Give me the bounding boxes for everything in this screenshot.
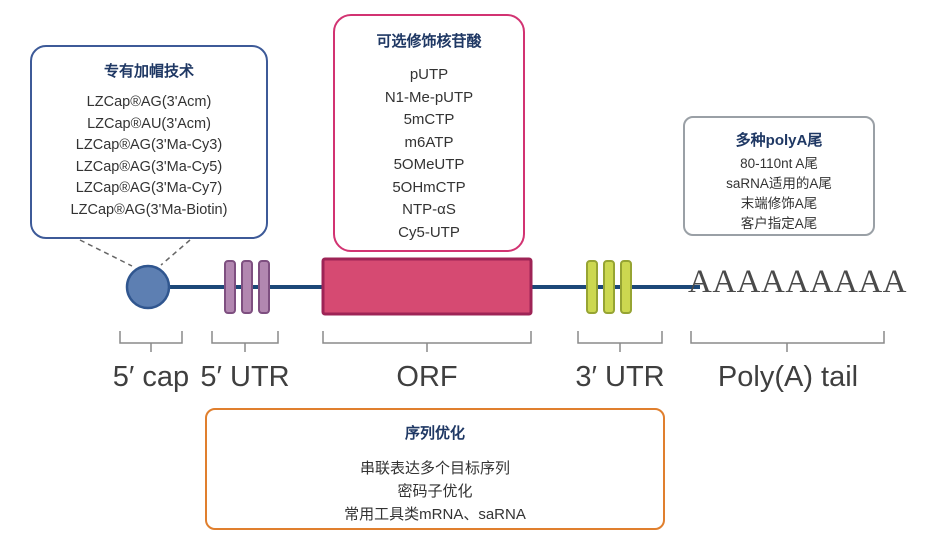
list-item: LZCap®AG(3'Acm) xyxy=(86,94,212,110)
bracket-polya xyxy=(690,331,885,352)
polya-tail-options-box: 多种polyA尾 80-110nt A尾 saRNA适用的A尾末端修饰A尾客户指定… xyxy=(683,116,875,236)
nucleotides-box-items: pUTP N1-Me-pUTP 5mCTP m6ATP 5OMeUTP 5OHmCTP NT… xyxy=(335,64,523,244)
modified-nucleotides-box: 可选修饰核苷酸 pUTP N1-Me-pUTP 5mCTP m6ATP 5OMeUTP 5… xyxy=(333,14,525,252)
list-item: NTP-αS xyxy=(402,201,456,218)
list-item: LZCap®AG(3'Ma-Cy7) xyxy=(75,180,223,196)
bracket-cap xyxy=(119,331,183,352)
list-item: 5mCTP xyxy=(403,111,455,128)
capping-technology-box: 专有加帽技术 LZCap®AG(3'Acm)LZCap®AU(3'Acm)LZC… xyxy=(30,45,268,239)
bracket-utr5 xyxy=(211,331,279,352)
polya-sequence-text: AAAAAAAAA xyxy=(688,264,907,300)
list-item: N1-Me-pUTP xyxy=(384,88,474,106)
polya-box-items: 80-110nt A尾 saRNA适用的A尾末端修饰A尾客户指定A尾 xyxy=(685,154,873,234)
bracket-orf xyxy=(322,331,532,352)
list-item: 末端修饰A尾 xyxy=(740,196,818,211)
utr3-bar xyxy=(603,260,615,314)
polya-box-title: 多种polyA尾 xyxy=(735,132,823,149)
sequence-box-title: 序列优化 xyxy=(404,425,465,442)
five-prime-cap-circle xyxy=(125,264,171,310)
list-item: 常用工具类mRNA、saRNA xyxy=(344,506,526,523)
label-five-prime-utr: 5′ UTR xyxy=(200,361,290,393)
sequence-box-items: 串联表达多个目标序列密码子优化常用工具类mRNA、saRNA xyxy=(207,457,663,526)
list-item: Cy5-UTP xyxy=(398,223,460,241)
list-item: LZCap®AU(3'Acm) xyxy=(87,115,211,132)
label-three-prime-utr: 3′ UTR xyxy=(575,361,665,393)
list-item: m6ATP xyxy=(404,133,454,151)
list-item: 80-110nt A尾 xyxy=(740,156,818,171)
nucleotides-box-title: 可选修饰核苷酸 xyxy=(376,33,482,50)
utr5-bar xyxy=(258,260,270,314)
utr5-bar xyxy=(241,260,253,314)
list-item: saRNA适用的A尾 xyxy=(726,176,832,191)
orf-rect xyxy=(321,257,533,316)
list-item: LZCap®AG(3'Ma-Cy5) xyxy=(75,158,223,175)
sequence-optimization-box: 序列优化 串联表达多个目标序列密码子优化常用工具类mRNA、saRNA xyxy=(205,408,665,530)
list-item: 5OHmCTP xyxy=(392,178,466,196)
list-item: pUTP xyxy=(409,66,449,83)
list-item: 客户指定A尾 xyxy=(740,216,818,231)
utr3-bar xyxy=(620,260,632,314)
capping-box-items: LZCap®AG(3'Acm) LZCap®AU(3'Acm) LZCap®AG(3… xyxy=(32,92,266,221)
callout-dash-right xyxy=(160,239,191,266)
list-item: 密码子优化 xyxy=(397,483,473,500)
list-item: 串联表达多个目标序列 xyxy=(359,460,510,477)
list-item: LZCap®AG(3'Ma-Cy3) xyxy=(75,137,223,153)
label-five-prime-cap: 5′ cap xyxy=(112,361,190,393)
utr5-bar xyxy=(224,260,236,314)
callout-dash-left xyxy=(79,239,133,267)
bracket-utr3 xyxy=(577,331,663,352)
label-polya-tail: Poly(A) tail xyxy=(717,361,859,393)
utr3-bar xyxy=(586,260,598,314)
list-item: LZCap®AG(3'Ma-Biotin) xyxy=(70,201,228,218)
label-orf: ORF xyxy=(396,361,458,393)
list-item: 5OMeUTP xyxy=(393,156,465,173)
capping-box-title: 专有加帽技术 xyxy=(103,63,194,80)
